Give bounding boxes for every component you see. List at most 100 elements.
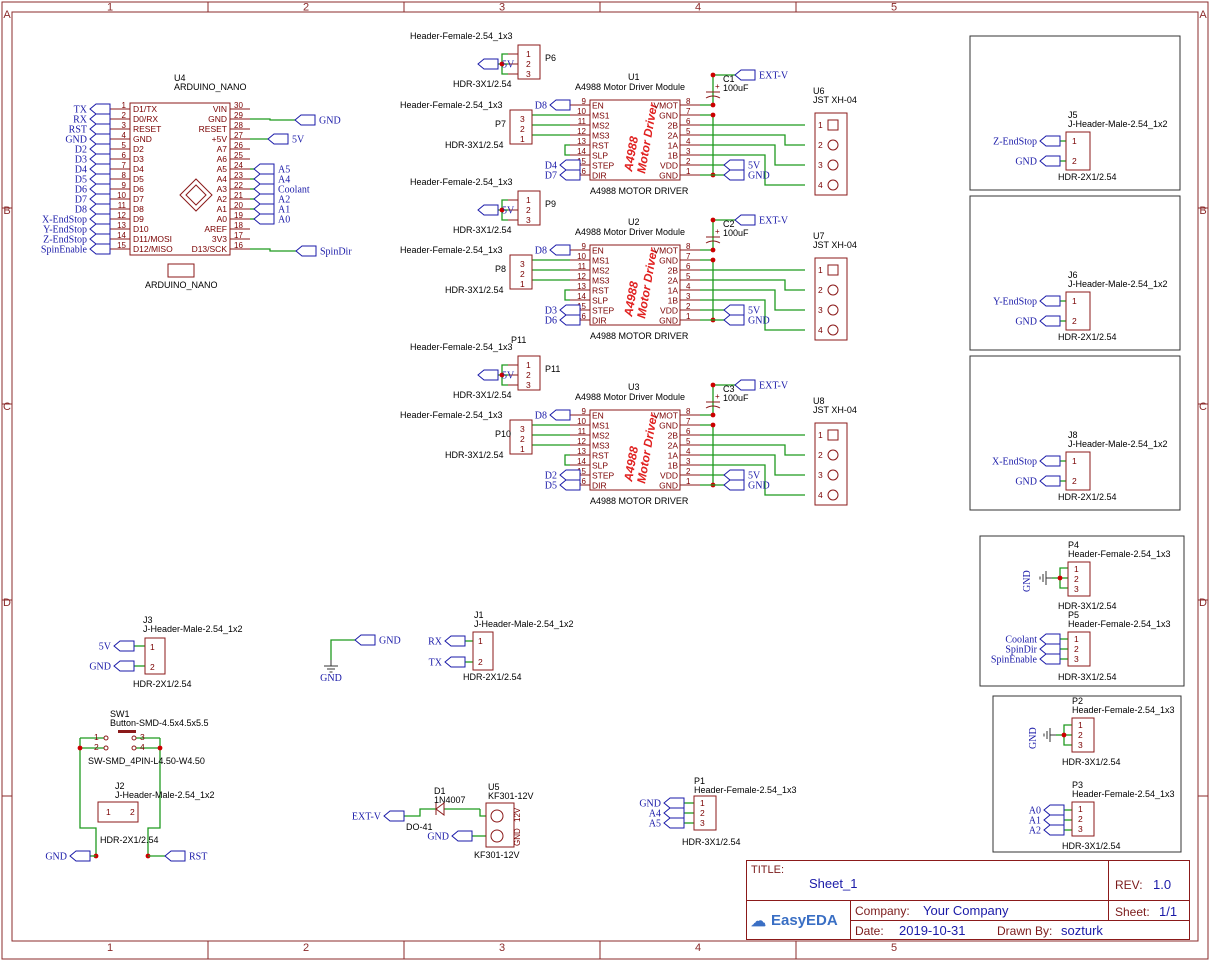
ms-header-footprint: HDR-3X1/2.54 [445,285,504,295]
driver-left-pin-num: 9 [582,242,587,251]
j1-net-rx: RX [428,637,443,648]
driver-right-pin-num: 5 [686,437,691,446]
sw1-contact [103,735,109,741]
driver-left-pin-name: EN [592,101,604,111]
driver-dir-net: D7 [545,171,557,182]
jumper-ref-p11: P11 [511,335,526,345]
driver-left-pin-num: 15 [577,302,586,311]
driver-vdd-net-flag [723,304,745,316]
endstop-ref: J5 [1068,110,1078,120]
net-spindir: SpinDir [320,247,352,258]
arduino-right-pin-num: 26 [234,141,243,150]
row-marker-left: A [3,9,11,21]
column-marker-top: 3 [499,2,505,14]
arduino-right-pin-name: 3V3 [212,234,227,244]
cap-polarity: + [715,82,720,91]
driver-left-pin-name: RST [592,451,609,461]
driver-value: A4988 Motor Driver Module [575,227,685,237]
diode-triangle [435,802,445,816]
driver-left-pin-name: SLP [592,151,608,161]
p2-pin-num: 3 [1078,740,1083,750]
p1-net: A5 [649,819,661,830]
j2-ref: J2 [115,781,125,791]
jst-ref: U8 [813,396,825,406]
ms-pin-num: 3 [520,424,525,434]
arduino-right-pin-num: 23 [234,171,243,180]
arduino-net-tx-flag [89,103,111,115]
driver-gnd-net-flag [723,169,745,181]
net-a1-flag [253,203,275,215]
arduino-right-pin-name: +5V [212,134,228,144]
endstop-pin-num: 2 [1072,316,1077,326]
arduino-left-pin-name: D9 [133,214,144,224]
arduino-right-pin-num: 16 [234,241,243,250]
arduino-left-pin-num: 15 [117,241,126,250]
sw1-contact [103,745,109,751]
jst-pin-num: 4 [818,490,823,500]
endstop-value: J-Header-Male-2.54_1x2 [1068,279,1168,289]
p3-net-flag [1043,824,1065,836]
driver-left-pin-num: 9 [582,97,587,106]
p4-footprint: HDR-3X1/2.54 [1058,601,1117,611]
driver-right-pin-num: 6 [686,262,691,271]
arduino-right-pin-num: 18 [234,221,243,230]
arduino-left-pin-name: D10 [133,224,149,234]
driver-dir-net-flag [559,169,581,181]
wire [700,74,735,106]
cap-polarity: + [715,227,720,236]
arduino-net-d4: D4 [75,165,87,176]
driver-right-pin-num: 8 [686,407,691,416]
net-spindir-flag [295,245,317,257]
jst-value: JST XH-04 [813,240,857,250]
p1-net: A4 [649,809,661,820]
endstop-net: Z-EndStop [993,137,1037,148]
jst-pin-num: 1 [818,265,823,275]
driver-en-net-flag [549,99,571,111]
arduino-net-d7: D7 [75,195,87,206]
p5-pin-num: 3 [1074,654,1079,664]
inner-frame [11,11,1199,942]
ms-header-body [509,419,533,455]
j3-body [144,637,166,675]
driver-left-pin-name: MS1 [592,421,610,431]
jst-pin-num: 3 [818,305,823,315]
endstop-value: J-Header-Male-2.54_1x2 [1068,119,1168,129]
driver-right-pin-num: 6 [686,427,691,436]
p3-net: A0 [1029,806,1041,817]
jumper-5v-flag [477,58,499,70]
net-a5-flag [253,163,275,175]
driver-vdd-net: 5V [748,161,761,172]
cap-value: 100uF [723,83,749,93]
driver-gnd-net: GND [748,481,770,492]
u5-pin-label: GND [513,828,522,846]
ms-header-ref: P10 [495,429,511,439]
net-a1: A1 [278,205,290,216]
jumper-ref: P9 [545,199,556,209]
arduino-net-tx: TX [74,105,88,116]
p1-body [693,795,717,831]
p5-net-flag [1039,653,1061,665]
driver-left-pin-num: 10 [577,107,586,116]
ms-pin-num: 1 [520,444,525,454]
driver-right-pin-name: 1B [668,461,679,471]
row-marker-right: A [1199,9,1207,21]
junction-dot [1061,732,1067,738]
wire [700,384,735,416]
arduino-net-x-endstop: X-EndStop [42,215,87,226]
wire [479,809,486,817]
ms-pin-num: 2 [520,269,525,279]
arduino-left-pin-num: 6 [122,151,127,160]
arduino-left-pin-num: 14 [117,231,126,240]
driver-right-pin-name: 2B [668,121,679,131]
arduino-net-z-endstop-flag [89,233,111,245]
arduino-right-pin-num: 28 [234,121,243,130]
arduino-right-pin-num: 19 [234,211,243,220]
arduino-left-pin-num: 7 [122,161,127,170]
driver-left-pin-num: 14 [577,292,586,301]
driver-vdd-net: 5V [748,306,761,317]
j2-pin-num: 2 [130,807,135,817]
wire [700,299,805,331]
cap-plate-curved [705,240,721,244]
